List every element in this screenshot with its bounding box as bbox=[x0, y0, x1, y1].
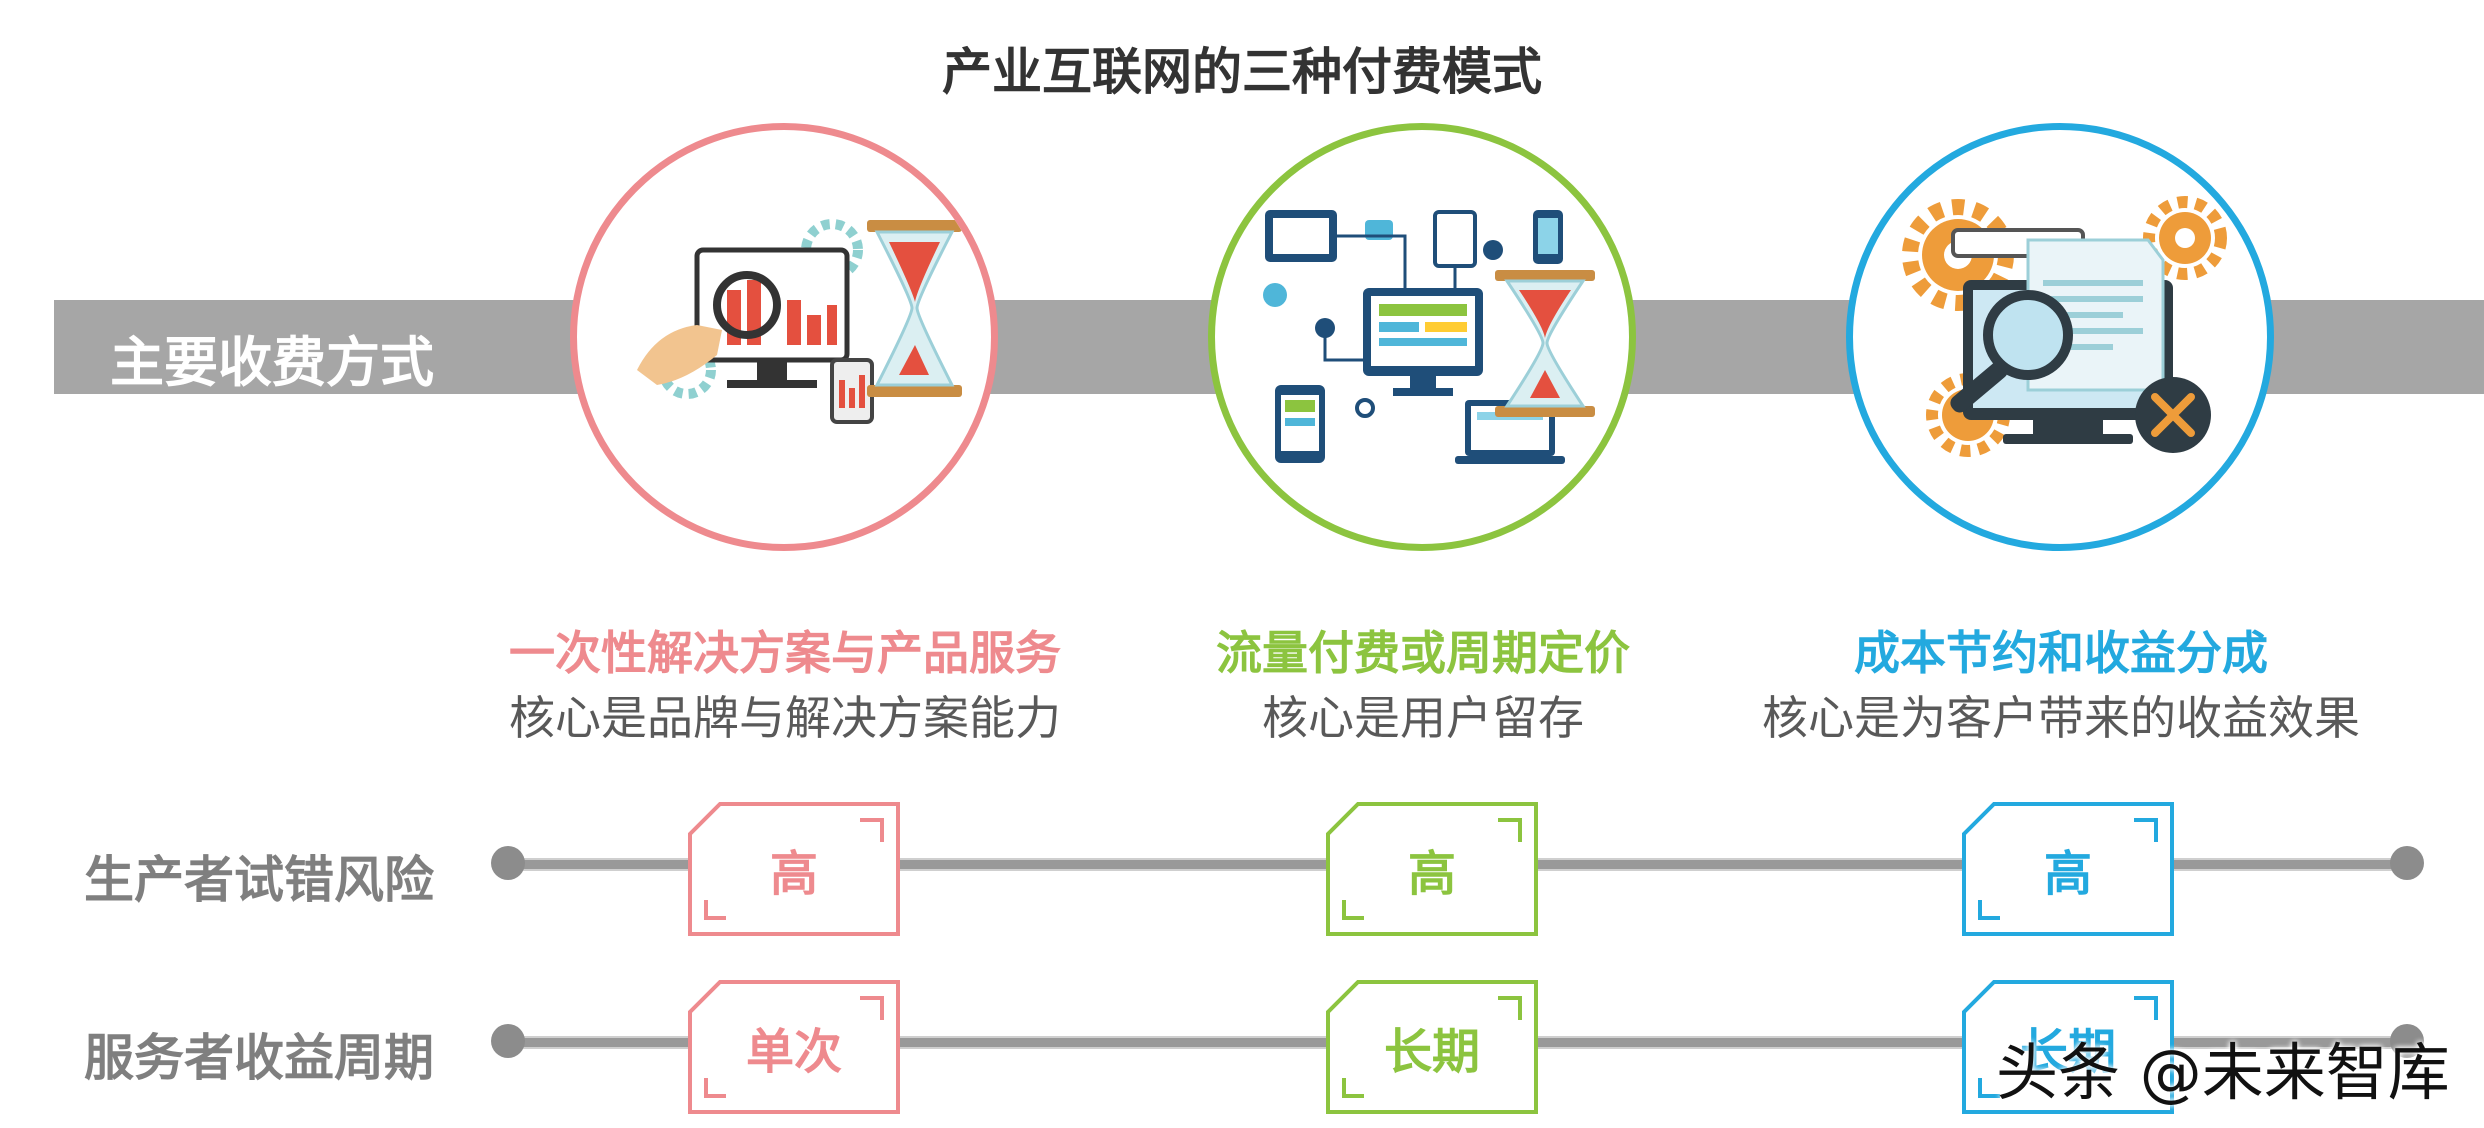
row-tag-cycle-2: 长期 bbox=[1326, 980, 1538, 1114]
circle-traffic bbox=[1208, 123, 1636, 551]
tag-text: 高 bbox=[2043, 846, 2092, 902]
track-end-dot bbox=[2390, 1024, 2424, 1058]
row-tag-risk-2: 高 bbox=[1326, 802, 1538, 936]
row-tag-cycle-3: 长期 bbox=[1962, 980, 2174, 1114]
tag-text: 单次 bbox=[745, 1024, 842, 1080]
row-tag-risk-1: 高 bbox=[688, 802, 900, 936]
row-label-cycle: 服务者收益周期 bbox=[84, 1029, 434, 1087]
column-subtitle-one-time: 核心是品牌与解决方案能力 bbox=[509, 691, 1061, 745]
tag-text: 高 bbox=[769, 846, 818, 902]
track-end-dot bbox=[2390, 846, 2424, 880]
column-title-one-time: 一次性解决方案与产品服务 bbox=[509, 626, 1061, 680]
track-start-dot bbox=[491, 1024, 525, 1058]
watermark: 头条 @未来智库 bbox=[1996, 1036, 2450, 1109]
column-title-savings: 成本节约和收益分成 bbox=[1854, 626, 2268, 680]
tag-text: 长期 bbox=[1383, 1024, 1480, 1080]
tag-text: 高 bbox=[1407, 846, 1456, 902]
gears-magnifier-icon bbox=[1902, 196, 2227, 457]
page-title: 产业互联网的三种付费模式 bbox=[942, 43, 1542, 101]
circle-one-time bbox=[570, 123, 998, 551]
row-label-risk: 生产者试错风险 bbox=[84, 851, 434, 909]
network-devices-icon bbox=[1263, 210, 1595, 464]
column-title-traffic: 流量付费或周期定价 bbox=[1216, 626, 1630, 680]
track-start-dot bbox=[491, 846, 525, 880]
band-label: 主要收费方式 bbox=[110, 331, 434, 394]
row-tag-risk-3: 高 bbox=[1962, 802, 2174, 936]
tag-text: 长期 bbox=[2019, 1024, 2116, 1080]
column-subtitle-traffic: 核心是用户留存 bbox=[1262, 691, 1584, 745]
analytics-hourglass-icon bbox=[637, 219, 962, 424]
row-tag-cycle-1: 单次 bbox=[688, 980, 900, 1114]
column-subtitle-savings: 核心是为客户带来的收益效果 bbox=[1762, 691, 2360, 745]
circle-savings bbox=[1846, 123, 2274, 551]
